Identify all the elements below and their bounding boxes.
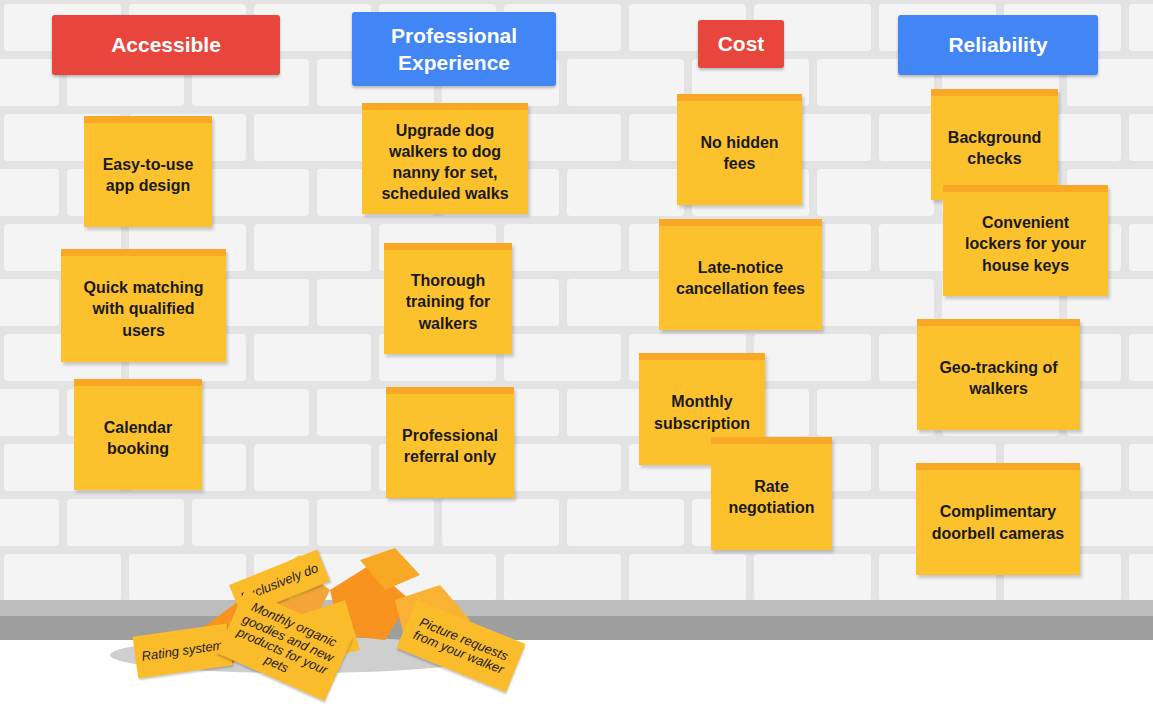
text-wrap: Reliability	[948, 31, 1047, 58]
note-text: Professional referral only	[396, 425, 504, 467]
text-wrap: No hidden fees	[687, 132, 792, 174]
sticky-note: Quick matching with qualified users	[61, 249, 226, 362]
sticky-note: Easy-to-use app design	[84, 116, 212, 227]
note-text: Geo-tracking of walkers	[927, 357, 1070, 399]
sticky-note: Background checks	[931, 89, 1058, 200]
note-text: Quick matching with qualified users	[71, 277, 216, 340]
note-text: Thorough training for walkers	[394, 270, 502, 333]
text-wrap: Easy-to-use app design	[94, 154, 202, 196]
text-wrap: Convenient lockers for your house keys	[953, 212, 1098, 275]
note-text: Easy-to-use app design	[94, 154, 202, 196]
note-text: Upgrade dog walkers to dog nanny for set…	[372, 120, 518, 204]
text-wrap: Late-notice cancellation fees	[669, 257, 812, 299]
text-wrap: Monthly organic goodies and new products…	[225, 597, 345, 692]
text-wrap: Quick matching with qualified users	[71, 277, 216, 340]
note-text: Rate negotiation	[721, 476, 822, 518]
header-text: Professional Experience	[366, 22, 542, 77]
sticky-note: Calendar booking	[74, 379, 202, 490]
header-text: Cost	[718, 30, 765, 57]
text-wrap: Rate negotiation	[721, 476, 822, 518]
text-wrap: Thorough training for walkers	[394, 270, 502, 333]
floor-ledge	[0, 600, 1153, 616]
note-text: Background checks	[941, 127, 1048, 169]
brick-wall	[0, 0, 1153, 600]
text-wrap: Picture requests from your walker	[407, 613, 516, 679]
discarded-text: Rating system	[141, 638, 225, 664]
note-text: Monthly subscription	[649, 391, 755, 433]
note-text: No hidden fees	[687, 132, 792, 174]
text-wrap: Complimentary doorbell cameras	[926, 501, 1070, 543]
text-wrap: Monthly subscription	[649, 391, 755, 433]
note-text: Calendar booking	[84, 417, 192, 459]
sticky-note: Upgrade dog walkers to dog nanny for set…	[362, 103, 528, 214]
category-header: Reliability	[898, 15, 1098, 75]
sticky-note: Convenient lockers for your house keys	[943, 185, 1108, 296]
category-header: Cost	[698, 20, 784, 68]
text-wrap: Background checks	[941, 127, 1048, 169]
header-text: Accessible	[111, 31, 221, 58]
text-wrap: Professional referral only	[396, 425, 504, 467]
text-wrap: Accessible	[111, 31, 221, 58]
note-text: Convenient lockers for your house keys	[953, 212, 1098, 275]
discarded-note: Monthly organic goodies and new products…	[217, 589, 353, 701]
text-wrap: Rating system	[141, 638, 225, 664]
discarded-text: Monthly organic goodies and new products…	[225, 597, 345, 692]
sticky-note: No hidden fees	[677, 94, 802, 205]
sticky-note: Complimentary doorbell cameras	[916, 463, 1080, 575]
category-header: Accessible	[52, 15, 280, 75]
discarded-text: Picture requests from your walker	[407, 613, 516, 679]
note-text: Complimentary doorbell cameras	[926, 501, 1070, 543]
sticky-note: Professional referral only	[386, 387, 514, 498]
text-wrap: Cost	[718, 30, 765, 57]
sticky-note: Rate negotiation	[711, 437, 832, 550]
sticky-note: Thorough training for walkers	[384, 243, 512, 354]
text-wrap: Professional Experience	[366, 22, 542, 77]
text-wrap: Upgrade dog walkers to dog nanny for set…	[372, 120, 518, 204]
category-header: Professional Experience	[352, 12, 556, 86]
note-text: Late-notice cancellation fees	[669, 257, 812, 299]
sticky-note: Geo-tracking of walkers	[917, 319, 1080, 430]
text-wrap: Geo-tracking of walkers	[927, 357, 1070, 399]
text-wrap: Calendar booking	[84, 417, 192, 459]
sticky-note: Late-notice cancellation fees	[659, 219, 822, 330]
discarded-note: Picture requests from your walker	[397, 600, 526, 692]
header-text: Reliability	[948, 31, 1047, 58]
